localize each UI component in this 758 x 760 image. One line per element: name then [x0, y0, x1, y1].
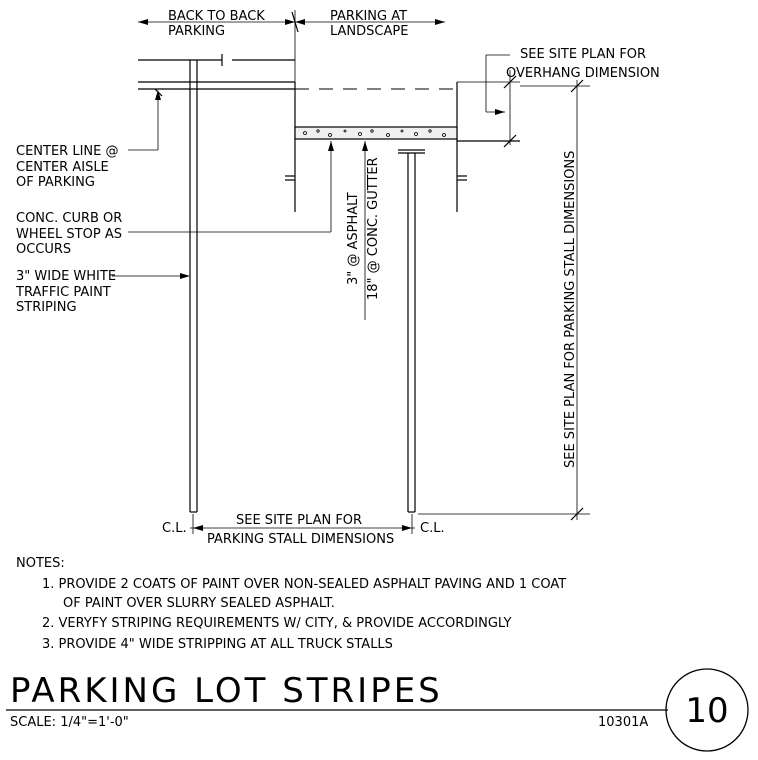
- detail-number-circle: [665, 668, 749, 752]
- title-block: PARKING LOT STRIPES SCALE: 1/4"=1'-0" 10…: [6, 668, 749, 752]
- notes: NOTES: 1. PROVIDE 2 COATS OF PAINT OVER …: [16, 556, 566, 652]
- stall-bottom-label-2: PARKING STALL DIMENSIONS: [207, 532, 394, 547]
- page-title: PARKING LOT STRIPES: [10, 671, 443, 711]
- stripe-label-3: STRIPING: [16, 300, 77, 315]
- left-callout-leaders: [112, 90, 331, 279]
- cl-left-label: C.L.: [162, 521, 187, 536]
- left-stripe: [189, 89, 198, 513]
- curb-section: [285, 82, 520, 212]
- centerline-label-1: CENTER LINE @: [16, 144, 118, 159]
- sheet-code: 10301A: [598, 715, 648, 730]
- curb-label-1: CONC. CURB OR: [16, 211, 122, 226]
- stall-bottom-label-1: SEE SITE PLAN FOR: [236, 513, 362, 528]
- concrete-hatch: [303, 129, 446, 137]
- gutter-dimensions: [328, 141, 368, 320]
- stall-bottom-dimension: [190, 514, 415, 534]
- stripe-label-1: 3" WIDE WHITE: [16, 269, 116, 284]
- note-1: 1. PROVIDE 2 COATS OF PAINT OVER NON-SEA…: [42, 577, 566, 592]
- parking-at-label-1: PARKING AT: [330, 9, 407, 24]
- stall-vertical-label: SEE SITE PLAN FOR PARKING STALL DIMENSIO…: [563, 151, 578, 468]
- scale-label: SCALE: 1/4"=1'-0": [10, 715, 129, 730]
- back-to-back-label-1: BACK TO BACK: [168, 9, 265, 24]
- centerline-label-3: OF PARKING: [16, 175, 95, 190]
- detail-number: 10: [685, 691, 728, 731]
- note-2: 2. VERYFY STRIPING REQUIREMENTS W/ CITY,…: [42, 616, 511, 631]
- top-dimensions: [138, 10, 445, 90]
- overhang-label-1: SEE SITE PLAN FOR: [520, 47, 646, 62]
- curb-label-2: WHEEL STOP AS: [16, 227, 122, 242]
- parking-at-label-2: LANDSCAPE: [330, 24, 408, 39]
- overhang-dimension: [457, 54, 520, 148]
- gutter-label: 18" @ CONC. GUTTER: [366, 157, 381, 300]
- overhang-label-2: OVERHANG DIMENSION: [506, 66, 660, 81]
- aisle-centerline: [138, 54, 295, 97]
- note-3: 3. PROVIDE 4" WIDE STRIPPING AT ALL TRUC…: [42, 637, 393, 652]
- notes-heading: NOTES:: [16, 556, 65, 571]
- curb-label-3: OCCURS: [16, 242, 71, 257]
- cl-right-label: C.L.: [420, 521, 445, 536]
- stripe-label-2: TRAFFIC PAINT: [15, 285, 111, 300]
- stall-vertical-dimension: [418, 79, 590, 521]
- centerline-label-2: CENTER AISLE: [16, 160, 109, 175]
- note-1-cont: OF PAINT OVER SLURRY SEALED ASPHALT.: [63, 596, 335, 611]
- right-stripe: [398, 149, 425, 513]
- asphalt-label: 3" @ ASPHALT: [346, 192, 361, 285]
- back-to-back-label-2: PARKING: [168, 24, 225, 39]
